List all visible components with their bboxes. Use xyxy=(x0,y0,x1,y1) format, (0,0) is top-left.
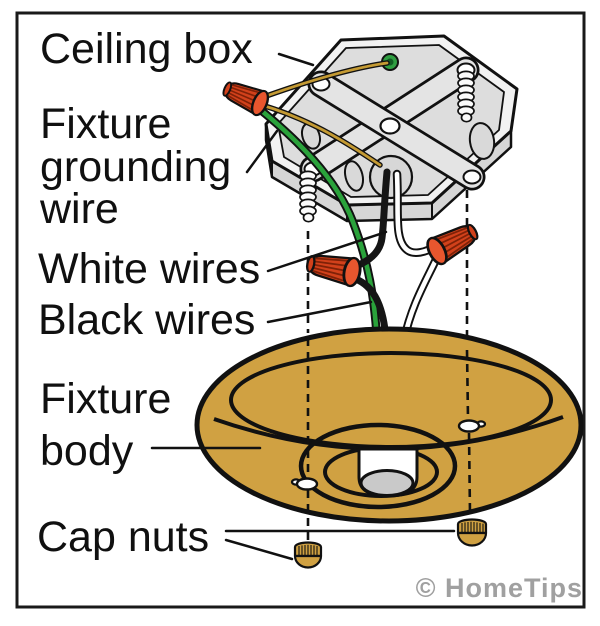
screw-hole-left xyxy=(290,477,319,491)
cap-nut-left-ribs xyxy=(298,544,318,555)
svg-text:Fixture: Fixture xyxy=(40,100,171,148)
label-fixture-grounding-wire: Fixture grounding wire xyxy=(39,100,231,233)
bare-ground-wire-to-screw xyxy=(256,61,389,101)
fixture-body xyxy=(194,326,584,524)
cap-nut-right-ribs xyxy=(461,521,484,532)
cap-nut-right xyxy=(456,518,488,547)
white-wire-from-box xyxy=(394,171,438,256)
mounting-screw-right xyxy=(457,70,475,123)
leader-grounding xyxy=(245,129,279,174)
label-fixture-body: Fixture body xyxy=(40,375,171,475)
ceiling-box xyxy=(264,34,519,223)
knockout-bottom-left xyxy=(343,160,365,192)
leader-cap-nut-left xyxy=(224,538,294,561)
label-white-wires: White wires xyxy=(38,245,260,293)
label-cap-nuts: Cap nuts xyxy=(37,513,209,561)
bare-ground-wire-to-cable xyxy=(256,102,382,167)
watermark: © HomeTips xyxy=(416,573,583,603)
svg-text:body: body xyxy=(40,427,134,475)
alignment-dashes-lower xyxy=(306,338,472,542)
strap-hole-center xyxy=(379,117,401,135)
wires xyxy=(252,60,444,345)
leader-ceiling-box xyxy=(277,52,315,67)
leader-lines xyxy=(150,52,456,561)
screw-hole-right xyxy=(457,419,487,433)
svg-text:grounding: grounding xyxy=(40,143,231,191)
strap-hole-lower-right xyxy=(462,169,482,185)
black-wire-from-box xyxy=(347,168,391,272)
socket-opening xyxy=(359,469,415,497)
mounting-strap xyxy=(299,56,486,191)
label-black-wires: Black wires xyxy=(38,296,255,344)
socket-boss xyxy=(298,422,458,510)
mounting-screw-left xyxy=(299,170,317,223)
leader-black-wires xyxy=(266,300,373,324)
label-ceiling-box: Ceiling box xyxy=(40,25,253,73)
cap-nut-left xyxy=(293,541,323,569)
svg-text:Fixture: Fixture xyxy=(40,375,171,423)
leader-white-wires xyxy=(266,230,388,273)
knockout-right xyxy=(468,122,496,160)
svg-text:wire: wire xyxy=(39,185,119,233)
